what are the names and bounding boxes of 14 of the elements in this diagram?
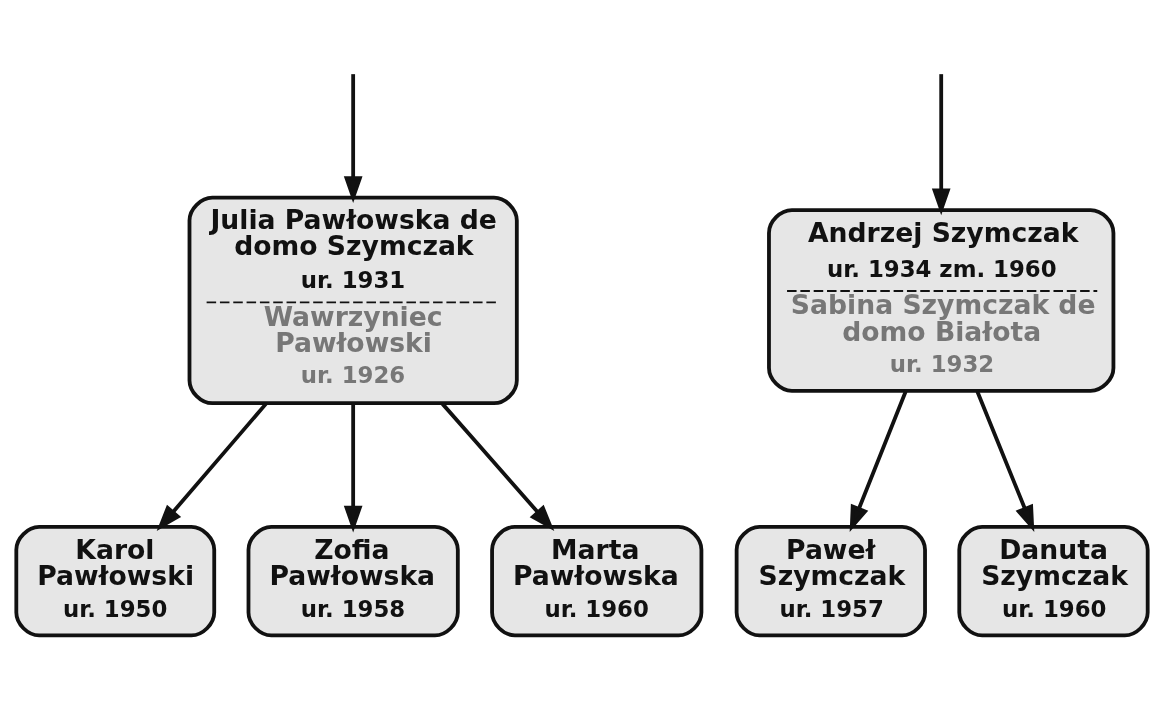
arrow [156,402,268,531]
arrow [931,73,951,215]
arrow [343,403,363,532]
arrow [343,73,363,203]
node-box: Paweł Szymczak ur. 1957 [734,524,927,637]
node-box: Andrzej Szymczak ur. 1934 zm. 1960 Sabina Szymczak de domo Białota ur. 1932 [767,207,1116,393]
arrow [849,390,908,532]
arrow [975,390,1035,532]
node-box: Zofia Pawłowska ur. 1958 [246,524,460,637]
node-box: Karol Pawłowski ur. 1950 [14,524,217,637]
node-box: Danuta Szymczak ur. 1960 [957,524,1150,637]
arrow [441,402,555,531]
node-box: Marta Pawłowska ur. 1960 [490,524,704,637]
node-box: Julia Pawłowska de domo Szymczak ur. 1931 Wawrzyniec Pawłowski ur. 1926 [187,195,519,405]
